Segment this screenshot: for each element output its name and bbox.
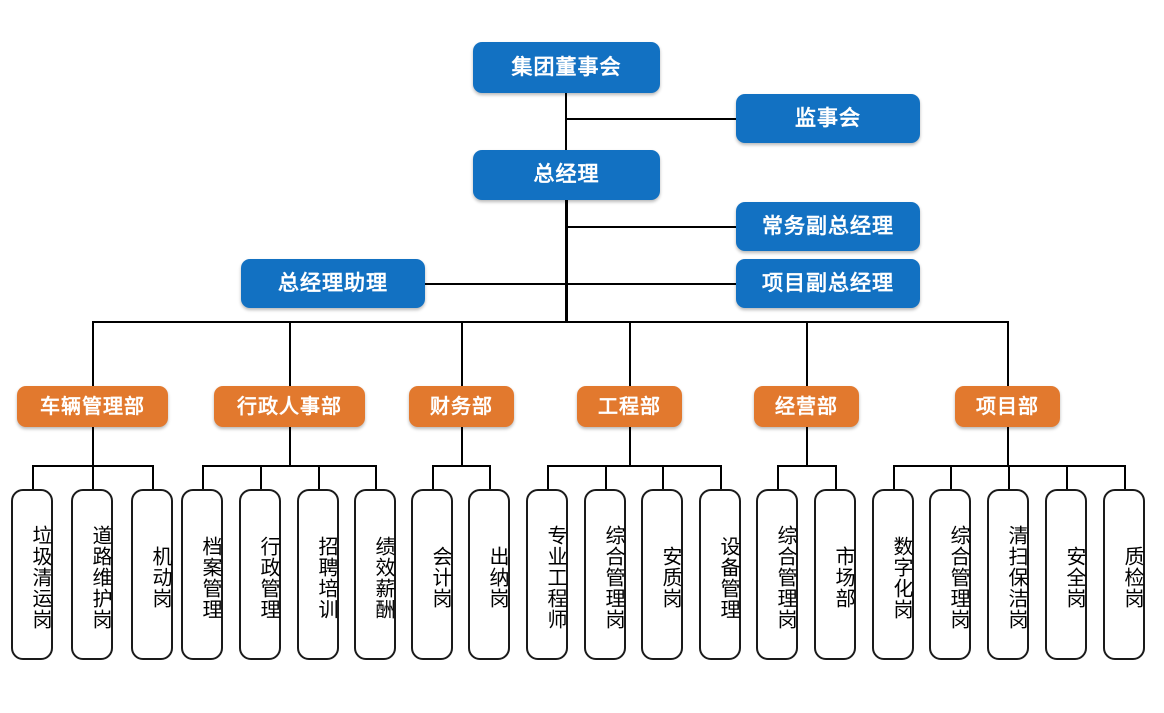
- connector-subbus-dept-2: [202, 465, 375, 467]
- node-position-cashier[interactable]: 出纳岗: [468, 489, 510, 660]
- node-project-deputy-gm[interactable]: 项目副总经理: [736, 259, 920, 308]
- connector-drop-leaf-12: [662, 465, 664, 489]
- node-position-marketing[interactable]: 市场部: [814, 489, 856, 660]
- connector-drop-dept-6: [1007, 321, 1009, 386]
- connector-exec-deputy: [566, 226, 736, 228]
- connector-drop-leaf-10: [547, 465, 549, 489]
- node-department-project[interactable]: 项目部: [955, 386, 1060, 427]
- connector-drop-leaf-18: [1008, 465, 1010, 489]
- connector-stem-dept-4: [629, 426, 631, 466]
- connector-drop-dept-4: [629, 321, 631, 386]
- connector-stem-dept-2: [289, 426, 291, 466]
- connector-drop-dept-3: [461, 321, 463, 386]
- connector-drop-leaf-20: [1124, 465, 1126, 489]
- connector-drop-leaf-19: [1066, 465, 1068, 489]
- node-position-digitalization[interactable]: 数字化岗: [872, 489, 914, 660]
- connector-drop-leaf-14: [777, 465, 779, 489]
- node-position-mobile-duty[interactable]: 机动岗: [131, 489, 173, 660]
- node-position-professional-engineer[interactable]: 专业工程师: [526, 489, 568, 660]
- connector-drop-leaf-8: [432, 465, 434, 489]
- connector-drop-leaf-17: [950, 465, 952, 489]
- connector-drop-leaf-1: [32, 465, 34, 489]
- connector-drop-leaf-6: [318, 465, 320, 489]
- node-board-of-directors[interactable]: 集团董事会: [473, 42, 660, 93]
- connector-subbus-dept-4: [547, 465, 720, 467]
- connector-drop-leaf-4: [202, 465, 204, 489]
- node-position-quality-inspection[interactable]: 质检岗: [1103, 489, 1145, 660]
- connector-department-bus: [92, 321, 1009, 323]
- node-position-ops-general-management[interactable]: 综合管理岗: [756, 489, 798, 660]
- node-position-admin-management[interactable]: 行政管理: [239, 489, 281, 660]
- node-position-equipment-management[interactable]: 设备管理: [699, 489, 741, 660]
- node-general-manager[interactable]: 总经理: [473, 150, 660, 200]
- connector-gm-trunk: [565, 199, 568, 322]
- node-department-finance[interactable]: 财务部: [409, 386, 514, 427]
- connector-drop-leaf-9: [489, 465, 491, 489]
- node-position-safety[interactable]: 安全岗: [1045, 489, 1087, 660]
- connector-drop-dept-5: [806, 321, 808, 386]
- connector-subbus-dept-5: [777, 465, 835, 467]
- connector-stem-dept-3: [461, 426, 463, 466]
- connector-stem-dept-5: [806, 426, 808, 466]
- node-supervisory-board[interactable]: 监事会: [736, 94, 920, 143]
- node-department-admin-hr[interactable]: 行政人事部: [214, 386, 365, 427]
- node-position-proj-general-management[interactable]: 综合管理岗: [929, 489, 971, 660]
- connector-stem-dept-1: [92, 426, 94, 466]
- node-department-operations[interactable]: 经营部: [754, 386, 859, 427]
- node-department-engineering[interactable]: 工程部: [577, 386, 682, 427]
- node-position-eng-general-management[interactable]: 综合管理岗: [584, 489, 626, 660]
- node-position-cleaning-sanitation[interactable]: 清扫保洁岗: [987, 489, 1029, 660]
- connector-subbus-dept-3: [432, 465, 489, 467]
- connector-drop-leaf-15: [835, 465, 837, 489]
- node-gm-assistant[interactable]: 总经理助理: [241, 259, 425, 308]
- connector-drop-leaf-16: [893, 465, 895, 489]
- node-position-accounting[interactable]: 会计岗: [411, 489, 453, 660]
- connector-drop-leaf-13: [720, 465, 722, 489]
- connector-board-trunk: [565, 92, 567, 160]
- connector-drop-leaf-5: [260, 465, 262, 489]
- node-position-records-management[interactable]: 档案管理: [181, 489, 223, 660]
- node-position-road-maintenance[interactable]: 道路维护岗: [71, 489, 113, 660]
- node-department-vehicle-management[interactable]: 车辆管理部: [17, 386, 168, 427]
- connector-gm-assistant: [425, 283, 567, 285]
- node-position-performance-compensation[interactable]: 绩效薪酬: [354, 489, 396, 660]
- node-position-waste-transport[interactable]: 垃圾清运岗: [11, 489, 53, 660]
- node-position-recruitment-training[interactable]: 招聘培训: [297, 489, 339, 660]
- connector-drop-leaf-11: [605, 465, 607, 489]
- connector-drop-dept-1: [92, 321, 94, 386]
- node-executive-deputy-gm[interactable]: 常务副总经理: [736, 202, 920, 251]
- connector-project-deputy: [566, 283, 736, 285]
- connector-drop-leaf-2: [92, 465, 94, 489]
- connector-supervisory: [565, 118, 736, 120]
- node-position-safety-quality[interactable]: 安质岗: [641, 489, 683, 660]
- connector-drop-leaf-7: [375, 465, 377, 489]
- connector-stem-dept-6: [1007, 426, 1009, 466]
- connector-drop-dept-2: [289, 321, 291, 386]
- connector-drop-leaf-3: [152, 465, 154, 489]
